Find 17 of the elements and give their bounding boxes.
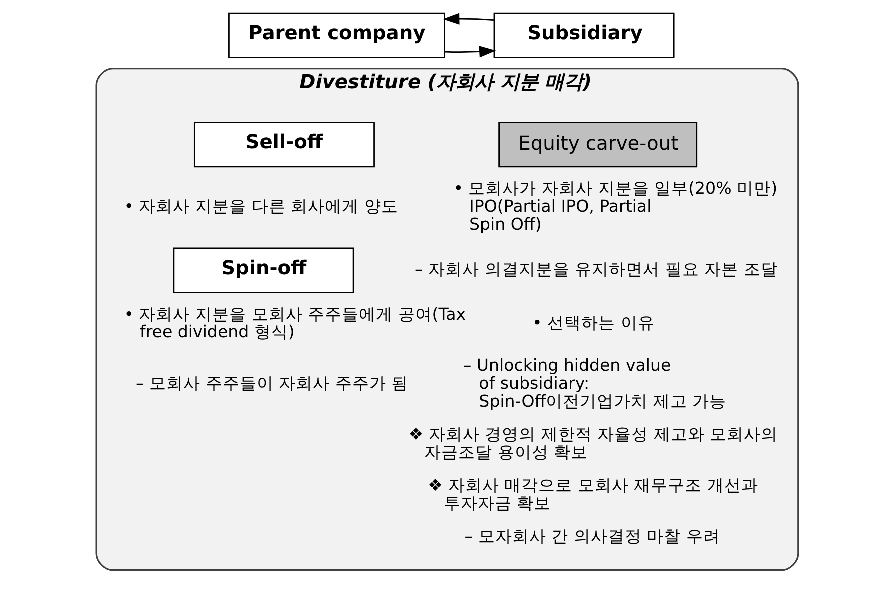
node-label: • 자회사 지분을 모회사 주주들에게 공여(Tax free dividend 형식) (124, 304, 466, 342)
node-box: Sell-off (193, 122, 374, 168)
node-label: – 자회사 의결지분을 유지하면서 필요 자본 조달 (414, 260, 778, 279)
node-label: ❖ 자회사 매각으로 모회사 재무구조 개선과 투자자금 확보 (428, 476, 758, 514)
node-label: • 선택하는 이유 (532, 314, 654, 333)
node-label: • 모회사가 자회사 지분을 일부(20% 미만) IPO(Partial IPO, Partial Spin Off) (453, 179, 778, 234)
node-label: – 모자회사 간 의사결정 마찰 우려 (464, 527, 720, 546)
node-label: ❖ 자회사 경영의 제한적 자율성 제고와 모회사의 자금조달 용이성 확보 (408, 424, 778, 462)
node-label: – Unlocking hidden value of subsidiary: Spin-Off이전기업가치 제고 가능 (462, 356, 726, 411)
node-box: Parent company (228, 12, 445, 58)
arrow (444, 46, 496, 58)
arrow (442, 13, 494, 25)
node-label: – 모회사 주주들이 자회사 주주가 됨 (135, 374, 408, 393)
node-label: • 자회사 지분을 다른 회사에게 양도 (124, 196, 398, 216)
node-box: Subsidiary (493, 12, 674, 58)
node-box: Equity carve-out (498, 122, 698, 168)
node-box: Spin-off (172, 248, 354, 294)
